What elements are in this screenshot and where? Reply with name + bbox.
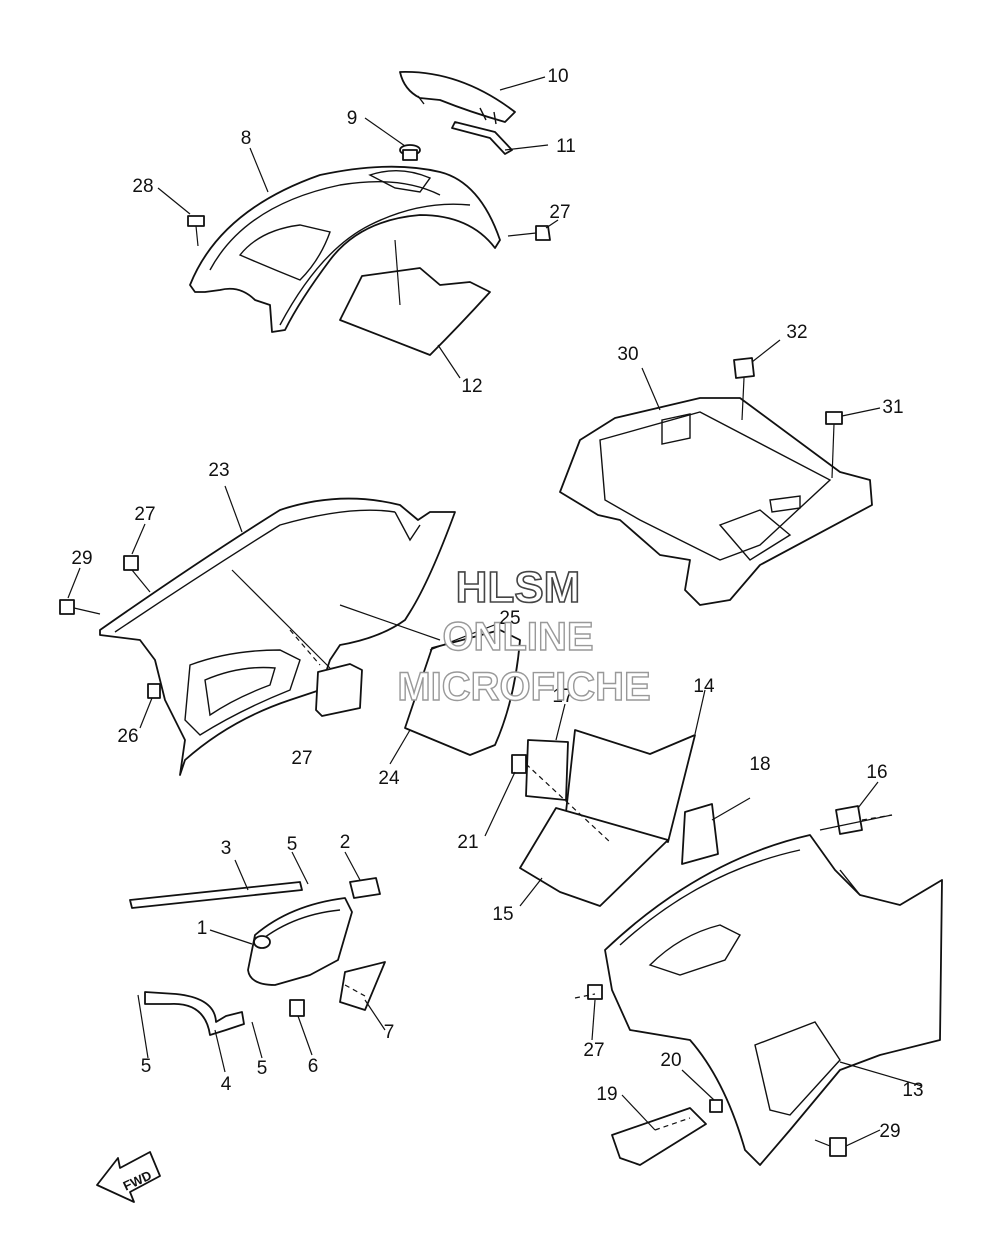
part-22-side-cover (99, 497, 456, 776)
callout-8: 8 (241, 128, 252, 149)
part-19-sticker (611, 1107, 707, 1166)
part-21-pad (511, 754, 527, 774)
callout-1: 1 (197, 918, 208, 939)
callout-17: 17 (552, 686, 573, 707)
callout-20: 20 (660, 1050, 681, 1071)
callout-22: 23 (208, 460, 229, 481)
callout-29-left: 29 (71, 548, 92, 569)
callout-10: 10 (547, 66, 568, 87)
part-28-bolt (187, 215, 205, 247)
callout-26: 27 (291, 748, 312, 769)
callout-5-right: 5 (257, 1058, 268, 1079)
callout-7: 7 (384, 1022, 395, 1043)
callout-31: 31 (882, 397, 903, 418)
leader-lines (67, 76, 923, 1147)
callout-12: 12 (461, 376, 482, 397)
part-6-bolt (289, 999, 305, 1017)
callout-5-left: 5 (141, 1056, 152, 1077)
part-17-sticker (525, 739, 569, 801)
callout-3: 3 (221, 838, 232, 859)
part-4-hose (144, 991, 245, 1036)
part-15-panel (519, 807, 669, 907)
part-14-panel (565, 729, 696, 843)
callout-23: 24 (378, 768, 400, 789)
callout-numbers: 10 11 9 8 28 27 12 30 32 31 23 27 29 26 … (71, 66, 923, 1142)
callout-2: 2 (340, 832, 351, 853)
callout-24: 25 (499, 608, 520, 629)
part-11-bracket (451, 121, 513, 155)
part-13-side-cover (604, 834, 943, 1166)
callout-18: 18 (749, 754, 770, 775)
callout-28: 28 (132, 176, 153, 197)
part-20-nut (709, 1099, 723, 1113)
part-27-bolt-c (587, 984, 603, 1000)
watermark-line-3: MICROFICHE (397, 665, 650, 709)
part-1-tank (247, 897, 353, 986)
callout-27-bottom: 27 (583, 1040, 604, 1061)
callout-11: 11 (556, 136, 576, 157)
part-25-nut (147, 683, 161, 699)
part-12-mat (339, 267, 491, 356)
watermark-line-2: ONLINE (442, 615, 593, 659)
callout-9: 9 (347, 108, 358, 129)
part-27-bolt-a (507, 225, 551, 241)
part-29-bolt-b (814, 1137, 847, 1157)
part-7-bracket (339, 961, 386, 1011)
part-10-cover (399, 71, 516, 125)
callout-29-bottom: 29 (879, 1121, 900, 1142)
part-2-clamp (349, 877, 381, 899)
part-3-rod (129, 881, 303, 909)
part-8-rear-fender (189, 165, 501, 333)
fwd-arrow-icon: FWD (96, 1151, 161, 1203)
part-16-pad (835, 805, 863, 835)
part-18-pad (681, 803, 719, 865)
callout-13: 13 (902, 1080, 923, 1101)
callout-19: 19 (596, 1084, 617, 1105)
callout-4: 4 (221, 1074, 232, 1095)
callout-32: 32 (786, 322, 807, 343)
watermark-line-1: HLSM (456, 563, 581, 612)
part-23-panel (404, 629, 521, 756)
callout-16: 16 (866, 762, 887, 783)
part-30-rack (559, 397, 873, 606)
callout-14: 14 (693, 676, 715, 697)
callout-27-left: 27 (134, 504, 155, 525)
callout-25: 26 (117, 726, 138, 747)
part-32-clip (733, 357, 755, 421)
callout-15: 15 (492, 904, 513, 925)
watermark: HLSM ONLINE MICROFICHE (397, 562, 652, 710)
part-26-pad (315, 663, 363, 717)
callout-21: 21 (457, 832, 478, 853)
callout-27-top: 27 (549, 202, 570, 223)
part-31-bolt (825, 411, 843, 479)
part-27-bolt-b (123, 555, 151, 593)
part-29-bolt-a (59, 599, 101, 615)
part-9-grommet (399, 144, 421, 161)
callout-6: 6 (308, 1056, 319, 1077)
callout-30: 30 (617, 344, 638, 365)
callout-5-top: 5 (287, 834, 298, 855)
